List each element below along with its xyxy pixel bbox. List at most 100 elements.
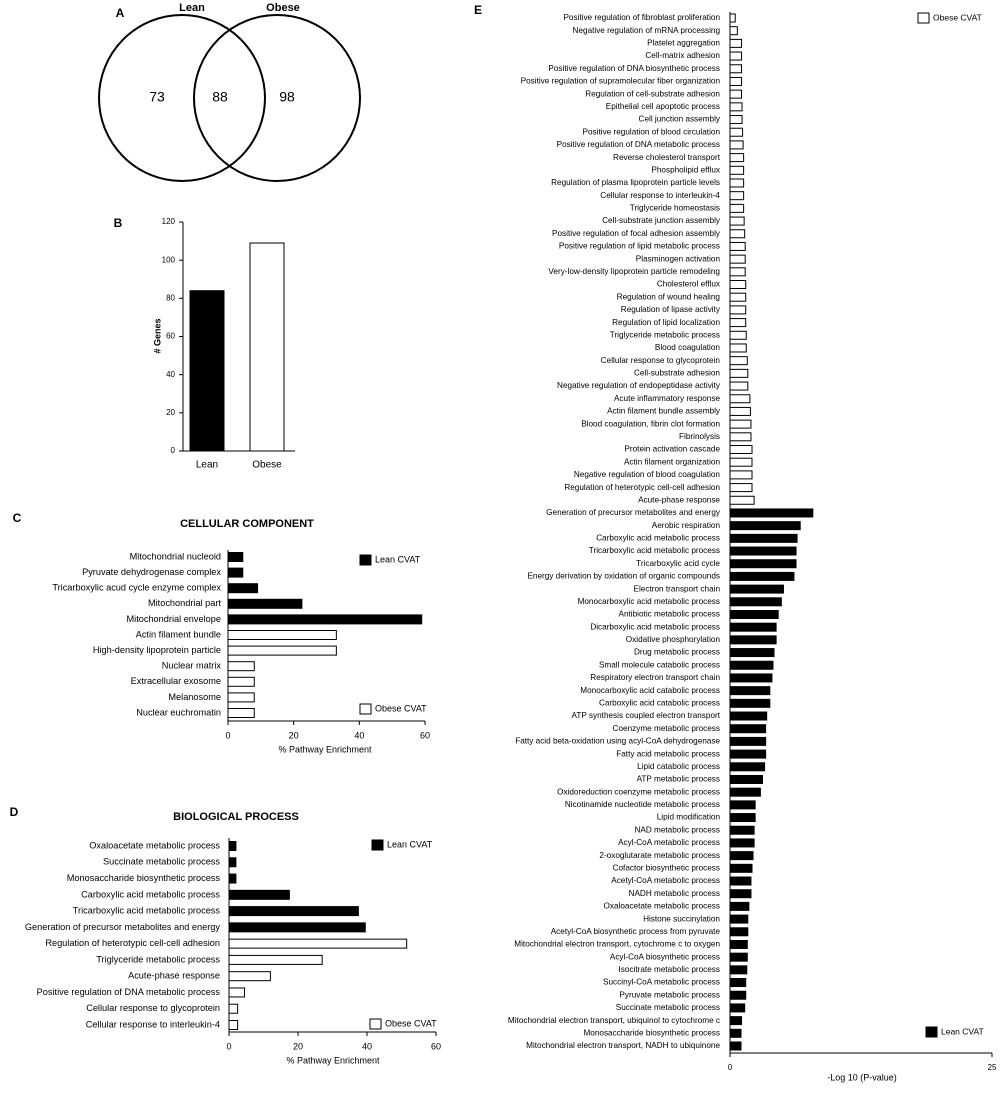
e-bar xyxy=(729,635,777,645)
panel-a-venn: A Lean Obese 73 88 98 xyxy=(98,2,361,182)
e-category-label: Positive regulation of blood circulation xyxy=(583,127,721,136)
e-x-tick-label: 25 xyxy=(988,1063,997,1072)
d-legend-swatch xyxy=(369,1018,382,1030)
e-bar xyxy=(729,863,753,873)
e-category-label: Tricarboxylic acid metabolic process xyxy=(589,546,720,555)
e-category-label: Negative regulation of mRNA processing xyxy=(573,26,721,35)
e-bar xyxy=(729,76,743,86)
d-bar xyxy=(228,857,237,868)
e-category-label: Respiratory electron transport chain xyxy=(590,673,720,682)
e-category-label: Positive regulation of lipid metabolic p… xyxy=(559,242,720,251)
e-bar xyxy=(729,178,745,188)
c-category-label: Melanosome xyxy=(168,692,221,702)
c-bar xyxy=(227,692,255,703)
e-bar xyxy=(729,825,755,835)
e-bar xyxy=(729,229,746,239)
d-bar xyxy=(228,922,366,933)
e-category-label: Mitochondrial electron transport, ubiqui… xyxy=(508,1016,720,1025)
c-category-label: Nuclear matrix xyxy=(162,661,222,671)
e-category-label: Antibiotic metabolic process xyxy=(619,610,720,619)
d-bar xyxy=(228,841,237,851)
d-x-tick-label: 20 xyxy=(293,1041,303,1051)
e-category-label: Pyruvate metabolic process xyxy=(619,990,720,999)
e-bar xyxy=(729,38,743,48)
c-legend-swatch xyxy=(359,554,372,566)
e-bar xyxy=(729,648,775,658)
e-bar xyxy=(729,318,747,328)
e-category-label: Cholesterol efflux xyxy=(657,280,720,289)
e-category-label: Succinate metabolic process xyxy=(616,1003,720,1012)
e-category-label: Blood coagulation xyxy=(655,343,721,352)
e-bar xyxy=(729,939,748,949)
e-bar xyxy=(729,394,751,404)
e-category-label: Actin filament organization xyxy=(624,457,720,466)
d-category-label: Cellular response to glycoprotein xyxy=(86,1003,220,1013)
panel-a-letter: A xyxy=(116,6,125,20)
b-y-tick-label: 60 xyxy=(166,332,175,341)
e-bar xyxy=(729,89,743,99)
e-category-label: Cell junction assembly xyxy=(639,115,721,124)
e-category-label: Histone succinylation xyxy=(643,914,720,923)
venn-right-count: 98 xyxy=(279,89,295,105)
e-bar xyxy=(729,381,749,391)
c-bar xyxy=(227,661,255,672)
e-bar xyxy=(729,927,749,937)
e-bar xyxy=(729,330,747,340)
e-bar xyxy=(729,724,767,734)
e-category-label: Acute inflammatory response xyxy=(614,394,720,403)
panel-e-letter: E xyxy=(474,3,482,17)
e-category-label: Positive regulation of DNA biosynthetic … xyxy=(548,64,720,73)
e-category-label: Negative regulation of endopeptidase act… xyxy=(557,381,721,390)
e-bar xyxy=(729,876,752,886)
e-bar xyxy=(729,165,745,175)
e-category-label: Reverse cholesterol transport xyxy=(613,153,721,162)
c-category-label: Nuclear euchromatin xyxy=(136,707,221,717)
e-category-label: Positive regulation of fibroblast prolif… xyxy=(563,13,720,22)
e-category-label: Regulation of heterotypic cell-cell adhe… xyxy=(564,483,720,492)
e-bar xyxy=(729,901,750,911)
e-category-label: Regulation of lipase activity xyxy=(621,305,721,314)
e-category-label: Lipid catabolic process xyxy=(637,762,720,771)
e-category-label: Nicotinamide nucleotide metabolic proces… xyxy=(565,800,720,809)
e-category-label: Lipid modification xyxy=(657,813,721,822)
e-category-label: Regulation of plasma lipoprotein particl… xyxy=(551,178,720,187)
e-category-label: Blood coagulation, fibrin clot formation xyxy=(581,419,720,428)
e-bar xyxy=(729,191,745,201)
d-category-label: Regulation of heterotypic cell-cell adhe… xyxy=(45,938,220,948)
e-category-label: Mitochondrial electron transport, cytoch… xyxy=(514,940,720,949)
d-category-label: Succinate metabolic process xyxy=(103,857,220,867)
e-category-label: Actin filament bundle assembly xyxy=(607,407,721,416)
venn-right-circle xyxy=(193,14,361,182)
c-bar xyxy=(227,614,423,625)
e-category-label: Fatty acid metabolic process xyxy=(616,749,720,758)
e-category-label: Acetyl-CoA biosynthetic process from pyr… xyxy=(551,927,721,936)
e-category-label: Aerobic respiration xyxy=(652,521,721,530)
c-bar xyxy=(227,676,255,687)
b-bar-obese xyxy=(249,242,285,452)
e-bar xyxy=(729,406,751,416)
b-y-tick-label: 120 xyxy=(162,217,176,226)
e-bar xyxy=(729,584,784,594)
e-bar xyxy=(729,736,767,746)
c-category-label: Tricarboxylic acud cycle enzyme complex xyxy=(52,583,221,593)
e-category-label: Drug metabolic process xyxy=(634,648,720,657)
e-category-label: Oxaloacetate metabolic process xyxy=(603,902,720,911)
e-category-label: NADH metabolic process xyxy=(629,889,720,898)
venn-left-circle xyxy=(98,14,266,182)
b-y-axis-label: # Genes xyxy=(152,318,162,353)
b-y-tick-label: 20 xyxy=(166,408,175,417)
e-bar xyxy=(729,153,745,163)
d-category-label: Generation of precursor metabolites and … xyxy=(25,922,220,932)
e-bar xyxy=(729,140,744,150)
c-bar xyxy=(227,583,259,594)
e-bar xyxy=(729,965,748,975)
e-bar xyxy=(729,838,755,848)
e-category-label: Acyl-CoA metabolic process xyxy=(618,838,720,847)
c-legend-label: Obese CVAT xyxy=(375,703,427,713)
d-category-label: Tricarboxylic acid metabolic process xyxy=(73,906,221,916)
e-category-label: ATP metabolic process xyxy=(637,775,720,784)
d-bar xyxy=(228,971,271,982)
e-category-label: Triglyceride metabolic process xyxy=(610,330,720,339)
